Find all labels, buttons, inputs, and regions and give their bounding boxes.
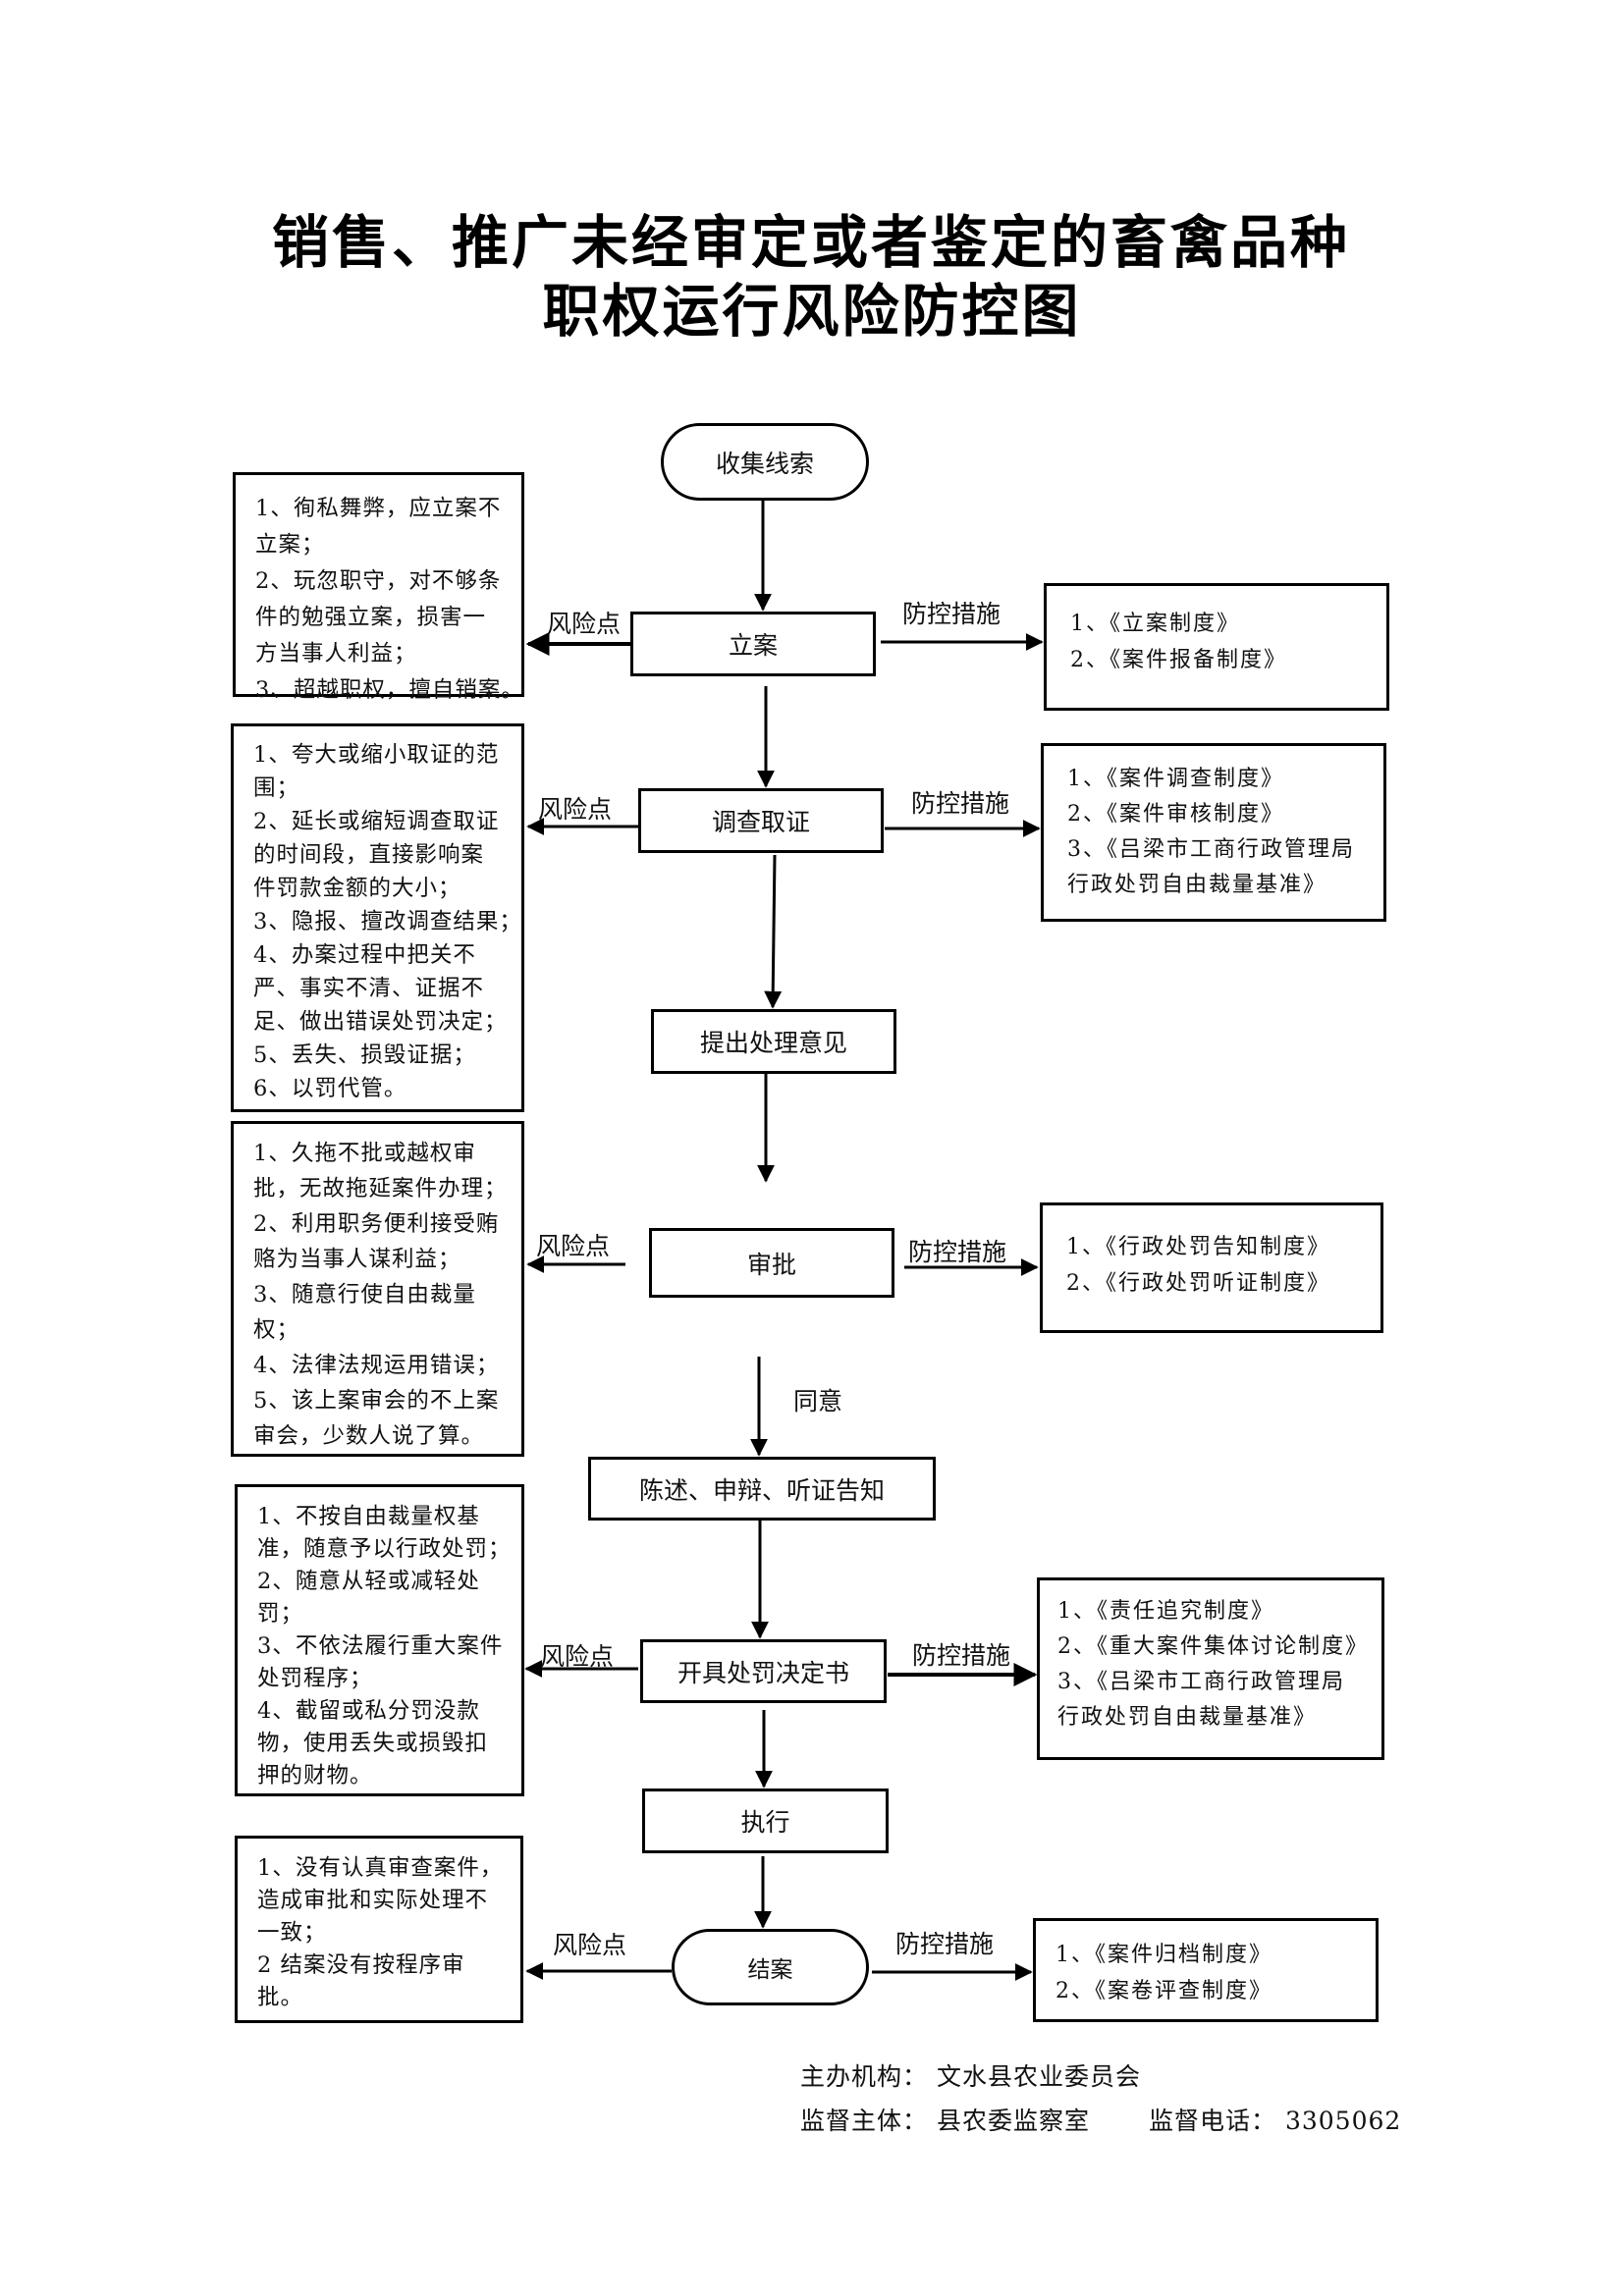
risk-label-shenpi: 风险点 bbox=[536, 1232, 611, 1260]
risk-item: 的时间段，直接影响案 bbox=[253, 842, 485, 868]
risk-box-shenpi: 1、久拖不批或越权审 批，无故拖延案件办理； 2、利用职务便利接受贿 赂为当事人… bbox=[231, 1121, 524, 1457]
measure-item: 行政处罚自由裁量基准》 bbox=[1057, 1705, 1318, 1730]
risk-item: 6、以罚代管。 bbox=[253, 1076, 407, 1101]
risk-item: 物，使用丢失或损毁扣 bbox=[257, 1731, 489, 1756]
risk-label-lian: 风险点 bbox=[547, 610, 622, 638]
flow-end-node: 结案 bbox=[672, 1929, 869, 2005]
risk-item: 立案； bbox=[255, 532, 325, 558]
measure-box-kaiju: 1、《责任追究制度》 2、《重大案件集体讨论制度》 3、《吕梁市工商行政管理局 … bbox=[1037, 1577, 1384, 1760]
risk-item: 罚； bbox=[257, 1601, 304, 1627]
risk-item: 1、不按自由裁量权基 bbox=[257, 1504, 480, 1529]
risk-item: 1、久拖不批或越权审 bbox=[253, 1141, 476, 1166]
risk-label-end: 风险点 bbox=[553, 1931, 627, 1959]
risk-item: 3、隐报、擅改调查结果； bbox=[253, 909, 522, 934]
measure-item: 1、《案件调查制度》 bbox=[1067, 767, 1284, 791]
risk-item: 准，随意予以行政处罚； bbox=[257, 1536, 512, 1562]
measure-item: 1、《案件归档制度》 bbox=[1056, 1943, 1272, 1967]
measure-item: 1、《行政处罚告知制度》 bbox=[1066, 1235, 1330, 1259]
measure-item: 2、《案件报备制度》 bbox=[1070, 648, 1287, 672]
risk-box-end: 1、没有认真审查案件， 造成审批和实际处理不 一致； 2 结案没有按程序审 批。 bbox=[235, 1836, 523, 2023]
measure-box-end: 1、《案件归档制度》 2、《案卷评查制度》 bbox=[1033, 1918, 1379, 2022]
risk-item: 2、利用职务便利接受贿 bbox=[253, 1211, 500, 1237]
flow-step-tichu: 提出处理意见 bbox=[651, 1009, 896, 1074]
risk-item: 2、随意从轻或减轻处 bbox=[257, 1569, 480, 1594]
risk-item: 件的勉强立案，损害一 bbox=[255, 605, 487, 630]
flow-step-lian: 立案 bbox=[630, 612, 876, 676]
measure-item: 1、《责任追究制度》 bbox=[1057, 1599, 1274, 1624]
risk-item: 1、没有认真审查案件， bbox=[257, 1855, 504, 1881]
risk-label-diaocha: 风险点 bbox=[538, 795, 613, 824]
measure-item: 2、《重大案件集体讨论制度》 bbox=[1057, 1634, 1369, 1659]
measure-item: 行政处罚自由裁量基准》 bbox=[1067, 873, 1327, 897]
risk-item: 权； bbox=[253, 1317, 300, 1343]
measure-box-shenpi: 1、《行政处罚告知制度》 2、《行政处罚听证制度》 bbox=[1040, 1202, 1383, 1333]
risk-item: 足、做出错误处罚决定； bbox=[253, 1009, 508, 1035]
risk-item: 一致； bbox=[257, 1920, 327, 1946]
control-label-end: 防控措施 bbox=[895, 1930, 995, 1958]
measure-item: 2、《案卷评查制度》 bbox=[1056, 1979, 1272, 2003]
measure-item: 3、《吕梁市工商行政管理局 bbox=[1067, 837, 1355, 862]
risk-item: 4、办案过程中把关不 bbox=[253, 942, 476, 968]
measure-item: 2、《案件审核制度》 bbox=[1067, 802, 1284, 827]
measure-item: 1、《立案制度》 bbox=[1070, 612, 1240, 636]
control-label-shenpi: 防控措施 bbox=[908, 1238, 1007, 1266]
risk-item: 批，无故拖延案件办理； bbox=[253, 1176, 508, 1201]
risk-item: 2、延长或缩短调查取证 bbox=[253, 809, 500, 834]
risk-item: 押的财物。 bbox=[257, 1763, 373, 1789]
footer-organizer: 主办机构： 文水县农业委员会 bbox=[800, 2062, 1141, 2091]
measure-box-diaocha: 1、《案件调查制度》 2、《案件审核制度》 3、《吕梁市工商行政管理局 行政处罚… bbox=[1041, 743, 1386, 922]
flow-step-kaiju: 开具处罚决定书 bbox=[640, 1639, 887, 1703]
risk-item: 件罚款金额的大小； bbox=[253, 876, 461, 901]
risk-item: 2、玩忽职守，对不够条 bbox=[255, 568, 502, 594]
risk-box-kaiju: 1、不按自由裁量权基 准，随意予以行政处罚； 2、随意从轻或减轻处 罚； 3、不… bbox=[235, 1484, 524, 1796]
risk-item: 3、随意行使自由裁量 bbox=[253, 1282, 476, 1308]
page-title-line-2: 职权运行风险防控图 bbox=[542, 278, 1082, 345]
risk-item: 赂为当事人谋利益； bbox=[253, 1247, 461, 1272]
risk-item: 造成审批和实际处理不 bbox=[257, 1888, 489, 1913]
risk-item: 处罚程序； bbox=[257, 1666, 373, 1691]
footer-phone: 监督电话： 3305062 bbox=[1149, 2107, 1402, 2135]
control-label-lian: 防控措施 bbox=[902, 600, 1001, 628]
risk-item: 2 结案没有按程序审 bbox=[257, 1952, 465, 1978]
flow-step-chenshu: 陈述、申辩、听证告知 bbox=[588, 1457, 936, 1521]
arrow-diaocha-to-tichu bbox=[764, 854, 783, 1009]
risk-item: 5、该上案审会的不上案 bbox=[253, 1388, 500, 1414]
risk-item: 审会，少数人说了算。 bbox=[253, 1423, 485, 1449]
page-title-line-1: 销售、推广未经审定或者鉴定的畜禽品种 bbox=[271, 209, 1350, 276]
risk-item: 1、徇私舞弊，应立案不 bbox=[255, 496, 502, 521]
measure-box-lian: 1、《立案制度》 2、《案件报备制度》 bbox=[1044, 583, 1389, 711]
risk-item: 3、不依法履行重大案件 bbox=[257, 1633, 504, 1659]
control-label-kaiju: 防控措施 bbox=[912, 1641, 1011, 1670]
risk-item: 4、截留或私分罚没款 bbox=[257, 1698, 480, 1724]
flow-step-zhixing: 执行 bbox=[642, 1789, 889, 1853]
risk-label-kaiju: 风险点 bbox=[540, 1642, 615, 1671]
control-label-diaocha: 防控措施 bbox=[911, 789, 1010, 818]
risk-item: 4、法律法规运用错误； bbox=[253, 1353, 500, 1378]
measure-item: 2、《行政处罚听证制度》 bbox=[1066, 1271, 1330, 1296]
flow-start-node: 收集线索 bbox=[661, 423, 869, 501]
flow-step-shenpi: 审批 bbox=[649, 1228, 894, 1298]
risk-item: 批。 bbox=[257, 1985, 304, 2010]
risk-item: 严、事实不清、证据不 bbox=[253, 976, 485, 1001]
risk-item: 3、超越职权，擅自销案。 bbox=[255, 677, 524, 703]
footer-supervisor: 监督主体： 县农委监察室 bbox=[800, 2107, 1090, 2135]
agree-label: 同意 bbox=[793, 1387, 843, 1415]
risk-item: 1、夸大或缩小取证的范 bbox=[253, 742, 500, 768]
risk-item: 方当事人利益； bbox=[255, 641, 417, 667]
measure-item: 3、《吕梁市工商行政管理局 bbox=[1057, 1670, 1345, 1694]
risk-item: 5、丢失、损毁证据； bbox=[253, 1042, 476, 1068]
risk-box-diaocha: 1、夸大或缩小取证的范 围； 2、延长或缩短调查取证 的时间段，直接影响案 件罚… bbox=[231, 723, 524, 1112]
risk-box-lian: 1、徇私舞弊，应立案不 立案； 2、玩忽职守，对不够条 件的勉强立案，损害一 方… bbox=[233, 472, 524, 703]
flow-step-diaocha: 调查取证 bbox=[638, 788, 884, 853]
risk-item: 围； bbox=[253, 775, 300, 801]
